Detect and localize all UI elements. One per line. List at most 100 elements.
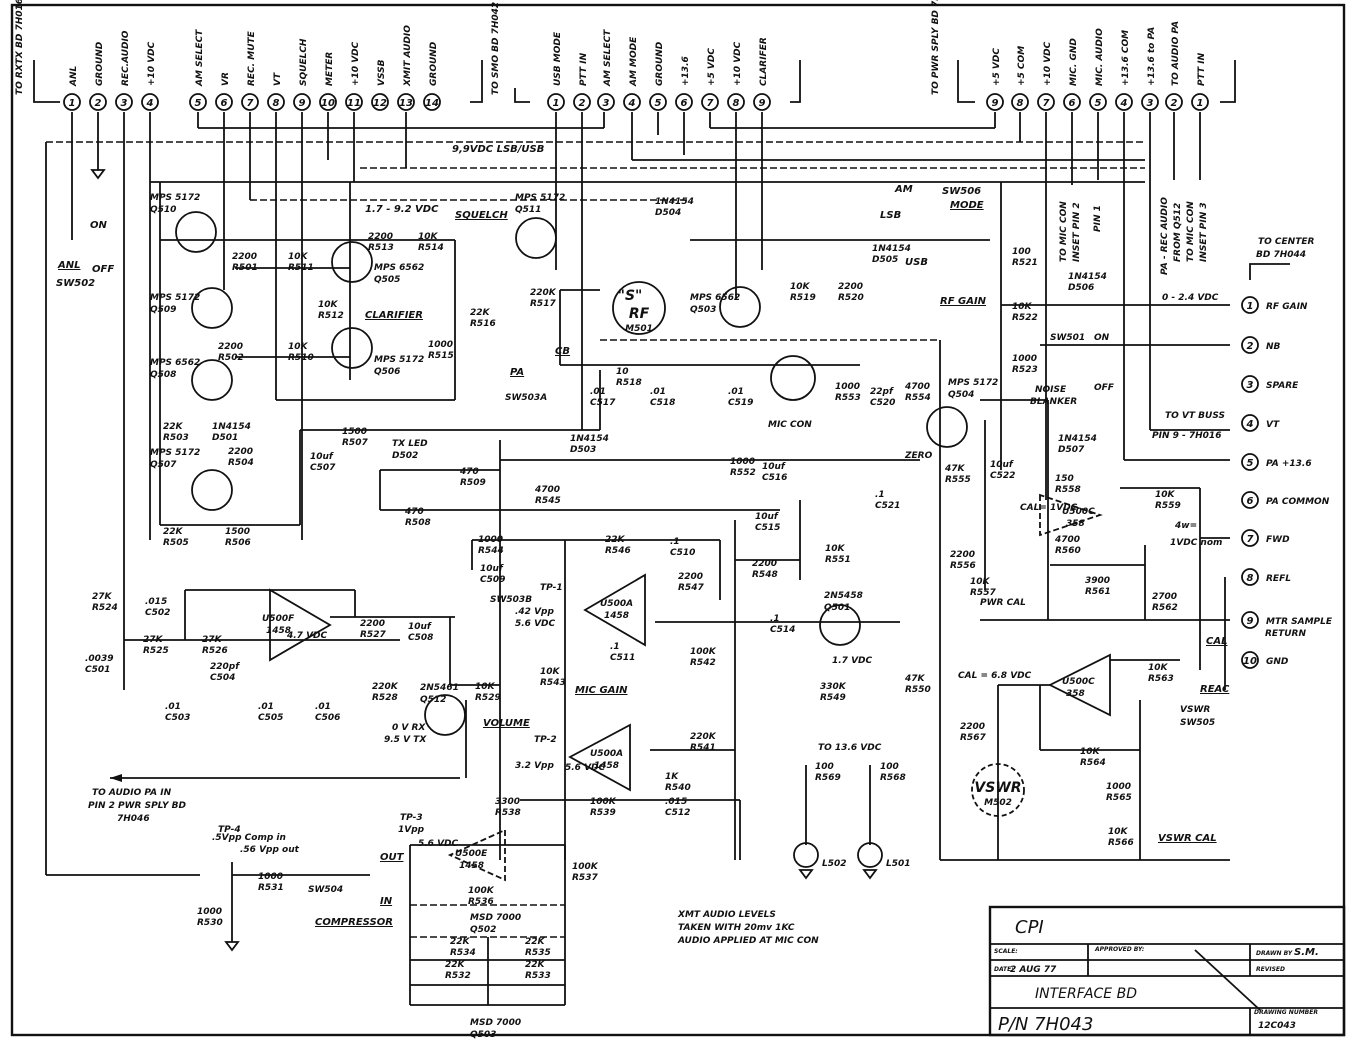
- vswr-switch-label: VSWR: [1180, 705, 1210, 715]
- to-audio-pa-b: PIN 2 PWR SPLY BD: [88, 801, 187, 811]
- transistor-part: MSD 7000: [470, 1018, 521, 1028]
- rxtx-pin-number: 2: [95, 98, 102, 109]
- annotations: 9,9VDC LSB/USB 1.7 - 9.2 VDC SQUELCH CLA…: [56, 144, 1230, 946]
- diode-part: 1N4154: [655, 197, 694, 207]
- transistor-ref: Q509: [150, 305, 176, 315]
- resistor-value: 220K: [530, 288, 557, 298]
- resistor-value: 47K: [904, 674, 926, 684]
- diode-ref: D504: [655, 208, 681, 218]
- capacitor-value: 10uf: [408, 622, 432, 632]
- rxtx-pin-number: 7: [247, 98, 254, 109]
- center-pin-label: SPARE: [1266, 381, 1299, 391]
- title-block: CPI SCALE: APPROVED BY: DRAWN BY S.M. DA…: [988, 905, 1346, 1037]
- rxtx-pin-label: GROUND: [429, 41, 439, 86]
- resistor-value: 22K: [445, 960, 466, 970]
- tp4-comp-in: .5Vpp Comp in: [212, 833, 286, 843]
- center-pin-10: 10: [1241, 651, 1259, 669]
- reac-label: REAC: [1200, 684, 1230, 695]
- opamp-part: 1458: [594, 761, 619, 771]
- capacitor-value: .01: [258, 702, 274, 712]
- date-value: 2 AUG 77: [1010, 965, 1057, 975]
- pwr-pin-9: 9: [986, 93, 1004, 111]
- squelch-label: SQUELCH: [455, 210, 508, 221]
- usb-label: USB: [905, 257, 928, 268]
- approved-label: APPROVED BY:: [1094, 946, 1144, 953]
- resistor-ref: R506: [225, 538, 251, 548]
- pwr-cal-label: PWR CAL: [980, 598, 1026, 608]
- rxtx-pin-label: VT: [273, 72, 283, 86]
- tp2-vpp: 3.2 Vpp: [515, 761, 554, 771]
- resistor-value: 10: [616, 367, 629, 377]
- center-pin-6: 6: [1241, 491, 1259, 509]
- pwr-pin-label: +10 VDC: [1043, 41, 1053, 86]
- center-pin-5: 5: [1241, 453, 1259, 471]
- resistor-ref: R525: [143, 646, 169, 656]
- resistor-value: 2200: [752, 559, 777, 569]
- anl-label: ANL: [57, 260, 80, 271]
- resistor-value: 10K: [475, 682, 496, 692]
- sw501-on: ON: [1094, 333, 1110, 343]
- to-audio-pa-c: 7H046: [117, 814, 150, 824]
- rxtx-pin-number: 3: [121, 98, 128, 109]
- smo-pin-number: 2: [579, 98, 586, 109]
- transistor-ref: Q508: [150, 370, 176, 380]
- capacitor-value: 10uf: [762, 462, 786, 472]
- center-pin-label: PA +13.6: [1266, 459, 1312, 469]
- pwr-pin-label: +13.6 COM: [1121, 30, 1131, 86]
- resistor-value: 1500: [225, 527, 250, 537]
- pwr-pin-1: 1: [1191, 93, 1209, 111]
- smo-pin-4: 4: [623, 93, 641, 111]
- pwr-pin-number: 5: [1095, 98, 1102, 109]
- opamp-ref: U500F: [262, 614, 295, 624]
- pwr-pin-8: 8: [1011, 93, 1029, 111]
- transistor-ref: Q501: [824, 603, 850, 613]
- capacitor-ref: C506: [315, 713, 340, 723]
- transistor-part: MPS 5172: [150, 293, 200, 303]
- resistor-value: 10K: [1148, 663, 1169, 673]
- resistor-ref: R555: [945, 475, 971, 485]
- tp2-label: TP-2: [534, 735, 557, 745]
- clarifier-label: CLARIFIER: [365, 310, 423, 321]
- resistor-value: 10K: [970, 577, 991, 587]
- rxtx-pin-2: 2: [89, 93, 107, 111]
- rxtx-pin-4: 4: [141, 93, 159, 111]
- center-pin-label: FWD: [1266, 535, 1290, 545]
- resistor-ref: R527: [360, 630, 386, 640]
- pwr-pin-6: 6: [1063, 93, 1081, 111]
- transistor-ref: Q510: [150, 205, 176, 215]
- rxtx-pin-3: 3: [115, 93, 133, 111]
- center-pin-2: 2: [1241, 336, 1259, 354]
- diode-ref: D507: [1058, 445, 1085, 455]
- opamp-part: 358: [1066, 689, 1085, 699]
- meter-symbols: [612, 281, 1025, 868]
- pwr-pin-label: MIC. AUDIO: [1095, 28, 1105, 86]
- resistor-ref: R529: [475, 693, 501, 703]
- resistor-value: 2200: [232, 252, 257, 262]
- resistor-value: 22K: [163, 422, 184, 432]
- drawn-by: S.M.: [1294, 947, 1319, 958]
- rxtx-pin-number: 14: [425, 98, 439, 109]
- rxtx-pin-number: 6: [221, 98, 228, 109]
- resistor-value: 10K: [1012, 302, 1033, 312]
- resistor-ref: R539: [590, 808, 616, 818]
- revised-label: REVISED: [1256, 966, 1285, 973]
- resistor-ref: R545: [535, 496, 561, 506]
- compressor-in-label: IN: [380, 896, 393, 907]
- cal-1vdc-label: CAL= 1VDC: [1020, 503, 1078, 513]
- resistor-value: 1000: [1106, 782, 1131, 792]
- resistor-value: 100K: [690, 647, 717, 657]
- sw503b-label: SW503B: [490, 595, 532, 605]
- resistor-value: 22K: [525, 937, 546, 947]
- opamp-ref: U500C: [1062, 677, 1095, 687]
- smo-pin-number: 8: [733, 98, 740, 109]
- rf-gain-voltage: 0 - 2.4 VDC: [1162, 293, 1219, 303]
- pwr-pin-number: 9: [992, 98, 999, 109]
- zero-label: ZERO: [904, 451, 933, 461]
- resistor-ref: R562: [1152, 603, 1178, 613]
- resistor-value: 1500: [342, 427, 367, 437]
- resistor-ref: R512: [318, 311, 344, 321]
- rxtx-pin-number: 11: [347, 98, 361, 109]
- wiring: [45, 112, 1230, 1006]
- resistor-ref: R540: [665, 783, 691, 793]
- smo-pin-label: +13.6: [681, 56, 691, 86]
